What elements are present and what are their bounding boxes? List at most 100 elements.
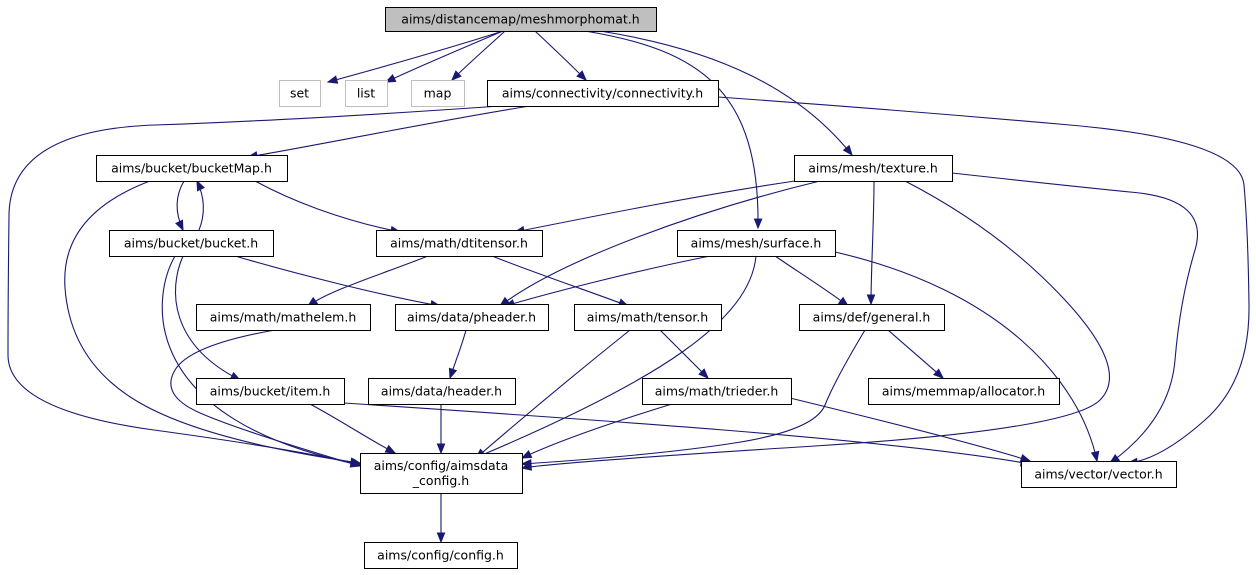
- edge-line: [774, 255, 849, 307]
- node-label: aims/math/dtitensor.h: [390, 236, 528, 251]
- node-box: [385, 7, 657, 32]
- edge-bucket-to-bucketMap: [196, 179, 205, 231]
- node-box: [799, 304, 945, 331]
- arrowhead-icon: [698, 368, 709, 379]
- edge-line: [659, 329, 709, 379]
- edge-bucket-to-pheader: [234, 255, 442, 309]
- edge-aimsdata_config-to-config: [436, 493, 446, 544]
- edge-texture-to-general: [866, 180, 876, 306]
- node-item[interactable]: aims/bucket/item.h: [196, 378, 345, 405]
- arrowhead-icon: [933, 368, 945, 379]
- node-label: aims/bucket/bucket.h: [124, 236, 258, 251]
- edge-root-to-map: [451, 30, 506, 81]
- arrowhead-icon: [451, 70, 462, 81]
- node-label: set: [290, 86, 309, 101]
- edge-pheader-to-header: [448, 329, 467, 380]
- edge-line: [584, 30, 759, 229]
- edge-surface-to-pheader: [503, 255, 711, 308]
- node-general[interactable]: aims/def/general.h: [799, 304, 945, 331]
- node-allocator[interactable]: aims/memmap/allocator.h: [868, 378, 1060, 405]
- node-label: aims/connectivity/connectivity.h: [502, 86, 703, 101]
- edge-line: [534, 30, 587, 81]
- node-box: [109, 230, 274, 257]
- edge-line: [343, 402, 1031, 465]
- edge-root-to-set: [326, 30, 504, 84]
- node-config[interactable]: aims/config/config.h: [364, 542, 518, 569]
- edge-bucketMap-to-dtitensor: [254, 180, 402, 235]
- edge-bucketMap-to-bucket: [175, 180, 185, 232]
- node-label: list: [357, 86, 375, 101]
- edge-line: [514, 180, 796, 233]
- edge-item-to-aimsdata_config: [309, 403, 397, 454]
- edge-trieder-to-aimsdata_config: [520, 403, 673, 459]
- edge-line: [174, 255, 241, 381]
- edge-line: [834, 251, 1098, 462]
- edge-line: [309, 403, 396, 454]
- node-label: aims/math/trieder.h: [655, 384, 779, 399]
- arrowhead-icon: [196, 179, 205, 192]
- edge-line: [789, 397, 1031, 462]
- node-label: aims/math/mathelem.h: [210, 310, 357, 325]
- edge-root-to-surface: [584, 30, 763, 230]
- node-mathelem[interactable]: aims/math/mathelem.h: [196, 304, 371, 331]
- edge-line: [475, 329, 631, 459]
- arrowhead-icon: [1090, 450, 1100, 463]
- node-label: aims/bucket/item.h: [210, 384, 331, 399]
- node-box: [279, 80, 321, 107]
- node-pheader[interactable]: aims/data/pheader.h: [395, 304, 549, 331]
- arrowhead-icon: [436, 443, 446, 455]
- edge-line: [327, 30, 504, 83]
- edge-line: [887, 329, 944, 379]
- node-aimsdata_config[interactable]: aims/config/aimsdata_config.h: [360, 453, 523, 494]
- edge-tensor-to-trieder: [659, 329, 709, 379]
- edge-line: [385, 30, 504, 83]
- node-header[interactable]: aims/data/header.h: [368, 378, 516, 405]
- edge-texture-to-vector: [951, 172, 1199, 464]
- node-box: [368, 378, 516, 405]
- edge-line: [717, 96, 1250, 464]
- arrowhead-icon: [384, 444, 397, 454]
- node-root[interactable]: aims/distancemap/meshmorphomat.h: [385, 7, 657, 32]
- arrowhead-icon: [753, 218, 763, 230]
- node-label: aims/bucket/bucketMap.h: [111, 161, 272, 176]
- edge-line: [170, 329, 361, 467]
- edge-line: [474, 255, 757, 459]
- edge-line: [499, 180, 821, 307]
- node-trieder[interactable]: aims/math/trieder.h: [642, 378, 792, 405]
- node-set[interactable]: set: [279, 80, 321, 107]
- node-box: [411, 80, 465, 107]
- node-label: aims/mesh/texture.h: [808, 161, 938, 176]
- node-box: [574, 304, 722, 331]
- node-vector[interactable]: aims/vector/vector.h: [1021, 461, 1177, 488]
- edge-dtitensor-to-tensor: [491, 255, 630, 307]
- node-label: aims/data/pheader.h: [407, 310, 536, 325]
- edge-general-to-allocator: [887, 329, 945, 379]
- node-connectivity[interactable]: aims/connectivity/connectivity.h: [487, 80, 719, 107]
- node-box: [196, 378, 345, 405]
- node-tensor[interactable]: aims/math/tensor.h: [574, 304, 722, 331]
- node-label: aims/data/header.h: [381, 384, 502, 399]
- edge-line: [7, 105, 501, 466]
- node-label: aims/memmap/allocator.h: [882, 384, 1045, 399]
- edge-surface-to-general: [774, 255, 850, 307]
- node-map[interactable]: map: [411, 80, 465, 107]
- arrowhead-icon: [842, 144, 853, 157]
- edge-surface-to-vector: [834, 251, 1100, 463]
- edge-line: [491, 255, 629, 307]
- node-bucketMap[interactable]: aims/bucket/bucketMap.h: [96, 155, 288, 182]
- edge-line: [161, 255, 361, 466]
- arrowhead-icon: [384, 74, 397, 83]
- node-label: map: [424, 86, 452, 101]
- edge-line: [599, 30, 853, 156]
- edge-line: [504, 255, 711, 307]
- node-label: aims/mesh/surface.h: [691, 236, 822, 251]
- node-list[interactable]: list: [345, 80, 388, 107]
- node-dtitensor[interactable]: aims/math/dtitensor.h: [376, 230, 543, 257]
- edge-texture-to-dtitensor: [513, 180, 796, 235]
- node-surface[interactable]: aims/mesh/surface.h: [677, 230, 836, 257]
- node-bucket[interactable]: aims/bucket/bucket.h: [109, 230, 274, 257]
- node-texture[interactable]: aims/mesh/texture.h: [794, 155, 953, 182]
- edge-surface-to-aimsdata_config: [473, 255, 757, 459]
- edge-line: [870, 180, 875, 305]
